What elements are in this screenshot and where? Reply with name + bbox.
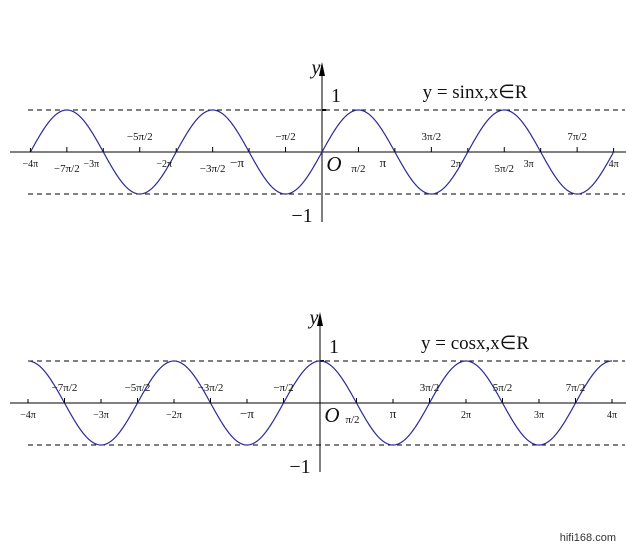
tick-label-fraction: −π/2 xyxy=(275,131,295,143)
x-tick: 3π xyxy=(534,399,544,421)
y-axis-label: y xyxy=(308,307,319,329)
tick-label: −π xyxy=(240,406,254,421)
x-tick: −π xyxy=(230,148,250,170)
tick-label: 4π xyxy=(607,410,617,421)
tick-label: −4π xyxy=(20,410,36,421)
x-tick: 7π/2 xyxy=(567,131,587,152)
tick-label-fraction: 5π/2 xyxy=(493,382,513,394)
x-tick: −π/2 xyxy=(275,131,296,152)
x-tick: −4π xyxy=(23,148,39,170)
x-tick: 2π xyxy=(461,399,471,421)
x-tick: π xyxy=(390,399,397,421)
x-tick: 3π/2 xyxy=(420,382,440,403)
tick-label: 3π xyxy=(534,410,544,421)
x-tick: 2π xyxy=(451,148,469,170)
chart-cos: y1 −1 Oy = cosx,x∈R −4π −7π/2 −3π −5π/2 −2π −3π/… xyxy=(10,307,626,478)
x-tick: −7π/2 xyxy=(54,147,80,175)
x-tick: −3π xyxy=(83,148,104,170)
chart-sin: y1 −1 Oy = sinx,x∈R −4π −7π/2−3π −5π/2 −2π −3π/… xyxy=(10,57,626,227)
chart-title: y = cosx,x∈R xyxy=(421,333,529,354)
tick-label: 3π xyxy=(524,159,534,170)
tick-label-fraction: −3π/2 xyxy=(200,163,226,175)
tick-label-fraction: −7π/2 xyxy=(52,382,78,394)
tick-label-fraction: −π/2 xyxy=(273,382,293,394)
tick-label-fraction: −5π/2 xyxy=(125,382,151,394)
x-tick: 7π/2 xyxy=(566,382,586,403)
tick-label-fraction: π/2 xyxy=(351,163,365,175)
tick-label: −3π xyxy=(93,410,109,421)
x-tick: −π/2 xyxy=(273,382,294,403)
x-tick: −5π/2 xyxy=(127,131,153,152)
x-tick: 4π xyxy=(609,148,619,170)
y-axis-label: y xyxy=(310,57,321,79)
tick-label: −4π xyxy=(23,159,39,170)
x-tick: −3π xyxy=(93,399,109,421)
curve-cos xyxy=(27,360,613,446)
x-tick: −7π/2 xyxy=(52,382,78,403)
tick-label: 2π xyxy=(461,410,471,421)
origin-label: O xyxy=(324,403,339,427)
tick-label-fraction: 7π/2 xyxy=(566,382,586,394)
y-tick-label-neg1: −1 xyxy=(291,205,312,227)
x-tick: −2π xyxy=(166,399,182,421)
x-tick: −3π/2 xyxy=(200,147,226,175)
tick-label: −π xyxy=(230,155,244,170)
tick-label: −2π xyxy=(166,410,182,421)
y-axis-arrow xyxy=(319,62,325,76)
tick-label-fraction: 5π/2 xyxy=(494,163,514,175)
x-tick: 3π xyxy=(524,148,542,170)
x-tick: π/2 xyxy=(345,398,360,426)
x-tick: −5π/2 xyxy=(125,382,151,403)
y-tick-label-neg1: −1 xyxy=(289,456,310,478)
tick-label-fraction: π/2 xyxy=(345,414,359,426)
x-tick: −3π/2 xyxy=(198,382,224,403)
tick-label-fraction: −5π/2 xyxy=(127,131,153,143)
y-tick-label-1: 1 xyxy=(329,336,339,358)
x-tick: 4π xyxy=(607,399,617,421)
x-tick: −4π xyxy=(20,399,36,421)
origin-label: O xyxy=(326,152,341,176)
x-tick: 3π/2 xyxy=(422,131,442,152)
tick-label-fraction: 7π/2 xyxy=(567,131,587,143)
x-tick: π/2 xyxy=(351,147,366,175)
tick-label: 4π xyxy=(609,159,619,170)
x-tick: −2π xyxy=(156,148,177,170)
chart-title: y = sinx,x∈R xyxy=(423,82,528,103)
x-tick: −π xyxy=(240,399,254,421)
tick-label-fraction: −3π/2 xyxy=(198,382,224,394)
tick-label-fraction: 3π/2 xyxy=(422,131,442,143)
x-tick: 5π/2 xyxy=(494,147,514,175)
tick-label: 2π xyxy=(451,159,461,170)
tick-label-fraction: −7π/2 xyxy=(54,163,80,175)
tick-label: π xyxy=(390,406,397,421)
curve-sin xyxy=(29,109,615,195)
tick-label: −2π xyxy=(156,159,172,170)
tick-label: −3π xyxy=(83,159,99,170)
tick-label: π xyxy=(380,155,387,170)
tick-label-fraction: 3π/2 xyxy=(420,382,440,394)
x-tick: π xyxy=(380,148,396,170)
y-tick-label-1: 1 xyxy=(331,85,341,107)
y-axis-arrow xyxy=(317,312,323,326)
x-tick: 5π/2 xyxy=(493,382,513,403)
watermark: hifi168.com xyxy=(559,532,616,544)
